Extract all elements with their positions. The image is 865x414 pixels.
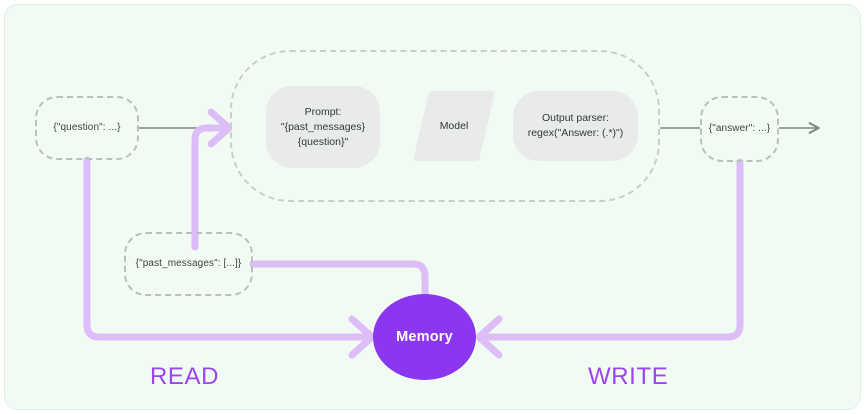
prompt-line-3: {question}" [297,135,349,148]
model-label: Model [439,120,469,132]
prompt-line-2: "{past_messages} [280,120,366,133]
memory-label: Memory [396,329,453,345]
write-text: WRITE [588,363,669,390]
answer-node[interactable]: {"answer": ...} [700,96,779,162]
question-node[interactable]: {"question": ...} [35,96,139,160]
past-messages-node[interactable]: {"past_messages": [...]} [124,232,253,296]
model-box[interactable]: Model [421,91,487,161]
prompt-box[interactable]: Prompt: "{past_messages} {question}" [266,86,380,168]
output-parser-line-2: regex("Answer: (.*)") [527,127,624,139]
prompt-line-1: Prompt: [304,105,342,118]
question-node-label: {"question": ...} [53,122,121,133]
answer-node-label: {"answer": ...} [708,123,771,134]
read-text: READ [150,363,220,390]
write-label: WRITE [588,363,668,391]
read-label: READ [150,363,219,391]
memory-node[interactable]: Memory [373,294,476,380]
past-messages-node-label: {"past_messages": [...]} [135,258,242,269]
chain-container [230,50,660,202]
output-parser-box[interactable]: Output parser: regex("Answer: (.*)") [513,91,638,161]
output-parser-line-1: Output parser: [541,112,610,124]
